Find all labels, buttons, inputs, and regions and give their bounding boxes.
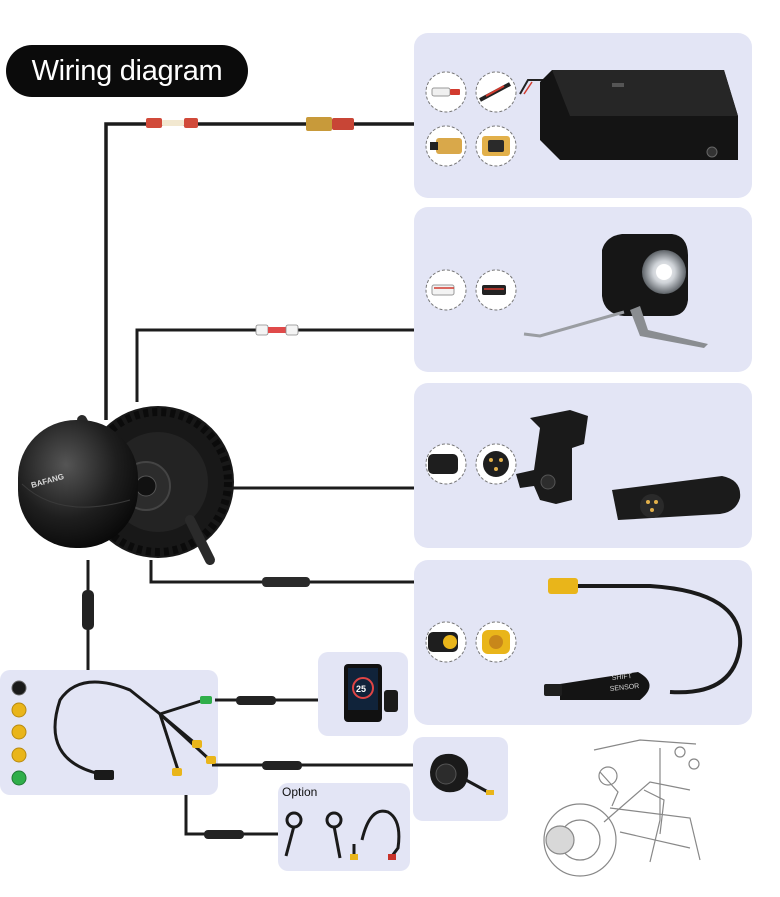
thumb-throttle xyxy=(430,753,494,795)
mid-drive-motor xyxy=(18,406,234,565)
shift-connector-circles xyxy=(425,621,517,663)
page-title: Wiring diagram xyxy=(6,45,248,97)
shift-cable-connector xyxy=(262,577,310,587)
battery-inline-connectors xyxy=(146,117,354,131)
brake-sensor-bracket xyxy=(516,410,588,504)
harness-connector-dots xyxy=(11,680,27,786)
headlight-connector-circles xyxy=(425,269,517,311)
shift-sensor-label-1: SHIFT xyxy=(611,673,633,682)
wiring-harness xyxy=(53,680,212,776)
throttle-cable-connector xyxy=(262,761,302,770)
display-cable-connector xyxy=(236,696,276,705)
cable-headlight xyxy=(135,328,414,402)
main-cable-connector xyxy=(82,590,94,630)
color-display xyxy=(344,664,398,722)
brake-levers xyxy=(284,809,401,859)
headlight xyxy=(523,234,708,348)
bike-line-drawing xyxy=(543,739,701,877)
brake-connector-circles xyxy=(425,443,517,485)
headlight-inline-connectors xyxy=(255,324,299,336)
shift-sensor-label-2: SENSOR xyxy=(609,683,639,693)
cable-shift-sensor xyxy=(149,560,414,584)
brake-sensor-panel xyxy=(414,383,752,548)
brake-cable-connector xyxy=(204,830,244,839)
battery-pack xyxy=(540,70,738,160)
display-speed: 25 xyxy=(356,684,366,694)
shift-sensor xyxy=(544,578,743,700)
option-label: Option xyxy=(282,785,318,799)
cable-battery xyxy=(104,122,414,420)
battery-lead xyxy=(519,79,548,95)
brake-sensor-plug xyxy=(612,476,741,520)
battery-connector-circles xyxy=(425,71,517,167)
